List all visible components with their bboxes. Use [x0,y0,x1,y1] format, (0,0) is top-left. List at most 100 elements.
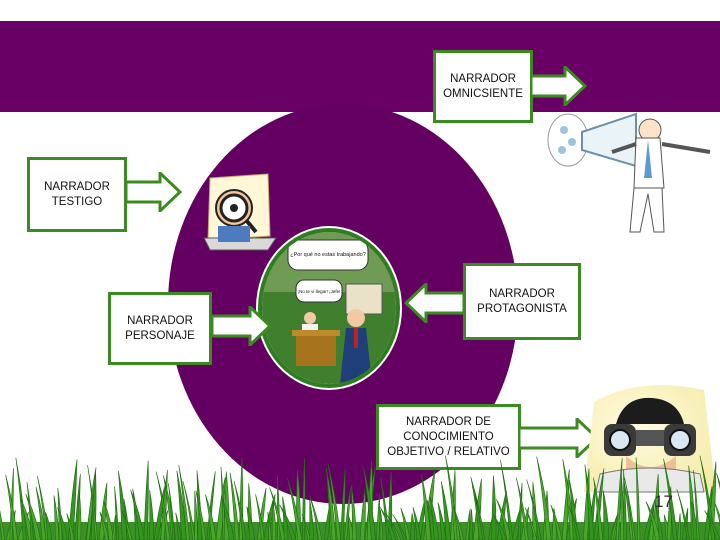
grass-blade [0,509,5,540]
grass-blade [301,458,306,540]
grass-blade [121,510,133,540]
grass-blade [568,505,581,540]
grass-blade [112,514,116,540]
grass-blade [392,513,407,540]
grass-blade [130,489,145,540]
box-testigo: NARRADOR TESTIGO [27,157,127,232]
grass-blade [77,493,82,540]
grass-blade [676,489,690,540]
right-arrow-icon [531,66,587,106]
right-arrow-icon [519,418,599,458]
megaphone-man-clipart [547,112,711,233]
grass-blade [615,457,623,540]
grass-blade [287,477,303,540]
grass-blade [526,479,542,540]
grass-blade [255,494,265,540]
grass-blade [386,514,402,540]
grass-blade [25,493,41,540]
right-arrow-icon [212,306,272,346]
grass-blade [114,486,119,540]
grass-blade [363,467,377,540]
grass-blade [267,511,272,540]
grass-blade [465,508,471,540]
grass-blade [195,490,206,540]
grass-blade [716,473,720,490]
grass-blade [421,474,432,540]
grass-blade [663,458,678,540]
box-conocimiento: NARRADOR DE CONOCIMIENTO OBJETIVO / RELA… [376,404,521,470]
grass-blade [704,510,720,540]
grass-blade [68,459,78,540]
grass-blade [351,485,357,540]
grass-blade [246,506,255,540]
grass-blade [205,494,217,540]
grass-blade [376,494,380,540]
grass-blade [536,456,552,540]
grass-blade [220,495,235,540]
grass-blade [584,464,595,540]
grass-blade [149,490,155,540]
grass-blade [359,489,366,540]
grass-blade [654,503,664,540]
grass-blade [471,485,486,540]
grass-blade [452,505,464,540]
grass-blade [400,507,411,540]
grass-border [0,455,720,540]
grass-blade [99,511,109,540]
grass-blade [45,512,53,540]
grass-blade [437,502,447,540]
grass-blade [53,495,60,540]
grass-blade [623,468,627,540]
grass-blade [301,514,311,540]
grass-blade [491,475,497,540]
grass-blade [103,501,114,540]
grass-blade [677,513,681,540]
grass-blade [440,481,451,540]
grass-blade [5,474,18,540]
grass-blade [86,467,97,540]
grass-blade [515,477,529,540]
grass-blade [635,457,641,540]
grass-blade [182,480,196,540]
grass-blade [699,455,716,540]
grass-blade [492,514,507,540]
grass-blade [379,506,397,540]
top-band [0,21,720,112]
box-personaje: NARRADOR PERSONAJE [108,292,212,365]
grass-blade [340,468,346,540]
grass-blade [693,469,700,540]
grass-blade [429,495,440,540]
grass-blade [233,480,247,540]
grass-blade [277,475,281,540]
grass-blade [175,512,182,540]
grass-blade [469,509,473,540]
cartoon-bubble-2: ¡No te vi llegar! ¡Jefe! [298,289,341,294]
cartoon-bubble-1: ¿Por qué no estas trabajando? [290,252,366,258]
grass-blade [379,509,383,540]
grass-blade [87,465,98,540]
grass-blade [593,477,604,540]
grass-blade [714,501,720,526]
grass-blade [271,500,277,540]
magnifying-glass-man-clipart [203,173,277,251]
grass-blade [550,504,563,540]
grass-blade [279,504,297,540]
grass-blade [602,490,610,540]
page-number: 17 [654,492,673,511]
grass-blade [229,472,240,540]
grass-blade [327,462,342,540]
right-arrow-icon [126,172,182,212]
grass-blade [168,483,176,540]
grass-blade [194,490,198,540]
grass-blade [344,487,351,540]
grass-blade [524,507,538,540]
grass-blade [66,513,75,540]
grass-blade [57,506,68,540]
grass-blade [178,465,190,540]
box-protagonista: NARRADOR PROTAGONISTA [463,263,581,340]
left-arrow-icon [404,283,466,323]
grass-blade [643,498,656,540]
grass-blade [624,477,636,540]
grass-blade [143,460,149,540]
